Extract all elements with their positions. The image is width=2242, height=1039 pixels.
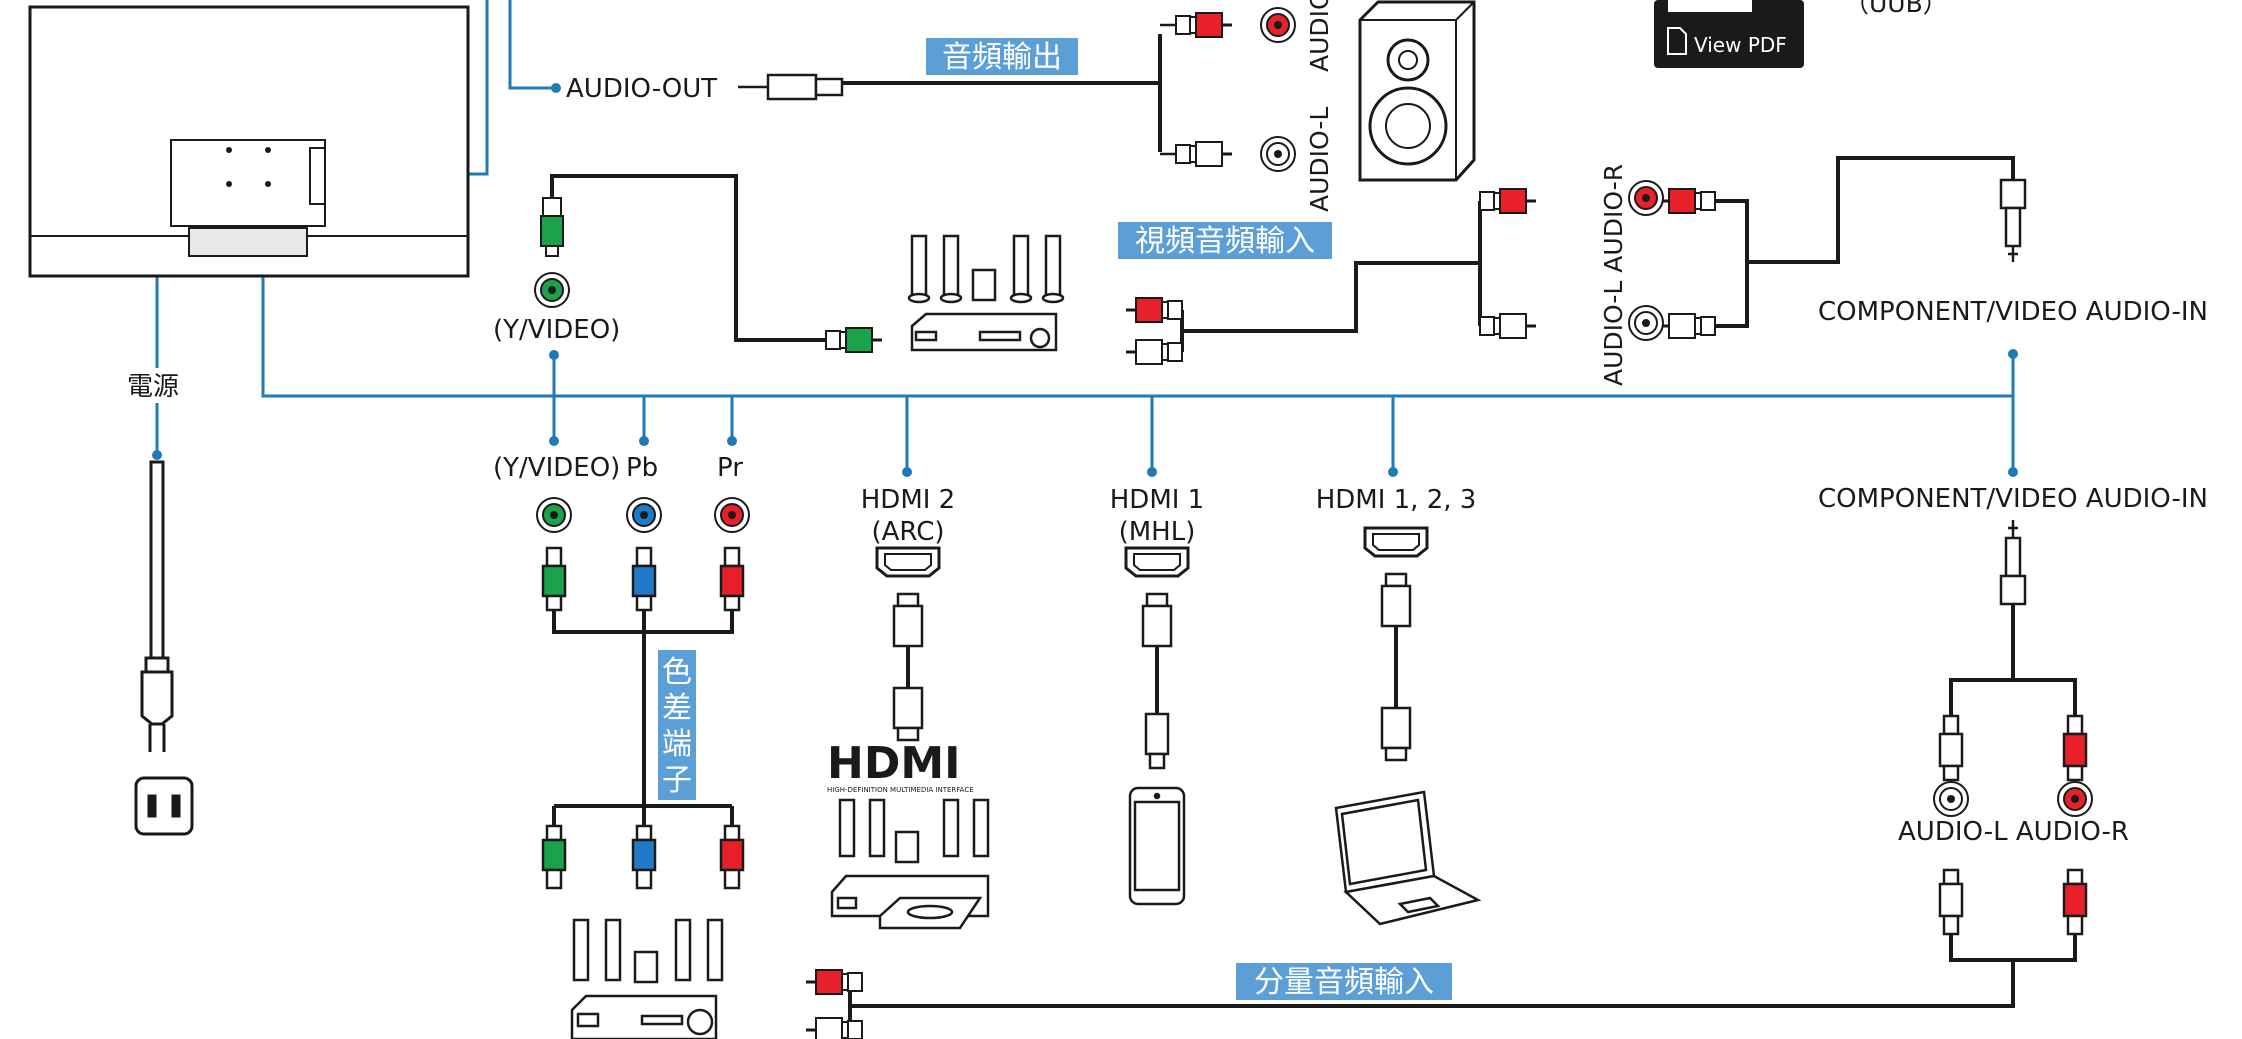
signal-dots	[152, 83, 2018, 477]
hdmi123-cable	[1380, 572, 1412, 762]
audio-l-vertical-label: AUDIO-L	[1305, 107, 1334, 212]
component-audio-input-label: 分量音頻輸入	[1254, 965, 1434, 1000]
mhl-cable	[1141, 592, 1173, 770]
audio-l-audio-r-vertical-label: AUDIO-L AUDIO-R	[1599, 164, 1628, 386]
audio-vertical-label: AUDIO	[1305, 0, 1334, 72]
audio-out-red-plug	[1174, 11, 1234, 39]
audio-output-label: 音頻輸出	[942, 40, 1062, 75]
video-audio-white-plug-left	[1478, 312, 1538, 340]
component-audio-input-tag	[1236, 963, 1452, 1000]
video-audio-input-label: 視頻音頻輸入	[1135, 224, 1315, 259]
component-audio-cable	[1938, 520, 2088, 782]
pr-label: Pr	[717, 453, 743, 483]
hdmi-logo: HDMI HIGH-DEFINITION MULTIMEDIA INTERFAC…	[827, 738, 974, 794]
speaker-icon	[1358, 0, 1476, 182]
component-audio-red-plug	[804, 968, 864, 996]
av-receiver-white-plug	[1124, 338, 1184, 366]
video-audio-jacks	[1628, 180, 1664, 341]
corner-partial-label: （UUB）	[1844, 0, 1948, 18]
y-video-top-label: (Y/VIDEO)	[493, 315, 620, 345]
color-diff-char-4: 子	[662, 763, 692, 798]
video-audio-red-plug-left	[1478, 187, 1538, 215]
av-receiver-top	[907, 234, 1065, 352]
component-audio-bottom-plugs	[848, 868, 2088, 1030]
component-video-audio-in-top-label: COMPONENT/VIDEO AUDIO-IN	[1818, 297, 2208, 327]
component-jacks	[536, 497, 750, 533]
av-receiver-green-plug	[824, 326, 884, 354]
tv-back-panel	[28, 5, 470, 278]
hdmi123-label: HDMI 1, 2, 3	[1316, 485, 1477, 515]
power-cable	[134, 460, 194, 836]
smartphone	[1128, 786, 1186, 906]
hdmi2-sub-label: (ARC)	[872, 517, 945, 547]
hdmi2-label: HDMI 2	[861, 485, 955, 515]
video-audio-input-tag	[1118, 222, 1332, 259]
color-diff-char-2: 差	[662, 691, 692, 726]
audio-out-cable	[738, 23, 1176, 156]
laptop	[1334, 790, 1482, 926]
speaker-jacks	[1260, 7, 1296, 172]
blu-ray-player	[830, 798, 990, 930]
hdmi2-cable	[892, 592, 924, 742]
color-diff-terminal-tag	[658, 650, 696, 800]
component-cable	[541, 546, 745, 890]
component-audio-jack-top	[1999, 178, 2027, 262]
audio-l-audio-r-label: AUDIO-L AUDIO-R	[1898, 817, 2129, 847]
pb-label: Pb	[626, 453, 658, 483]
audio-out-label: AUDIO-OUT	[566, 74, 717, 104]
hdmi1-port	[1124, 546, 1190, 578]
hdmi-logo-text: HDMI	[827, 738, 961, 789]
color-diff-char-3: 端	[662, 727, 692, 762]
av-receiver-bottom	[570, 918, 724, 1039]
component-audio-jacks	[1933, 781, 2093, 817]
y-video-top-plug	[534, 197, 570, 308]
component-audio-white-plug	[804, 1016, 864, 1039]
y-video-label: (Y/VIDEO)	[493, 453, 620, 483]
hdmi1-label: HDMI 1	[1110, 485, 1204, 515]
hdmi2-port	[875, 546, 941, 578]
hdmi123-port	[1363, 526, 1429, 558]
video-audio-white-plug-right	[1657, 312, 1717, 340]
composite-cable-top	[550, 174, 826, 342]
view-pdf-badge[interactable]: View PDF	[1654, 0, 1804, 68]
view-pdf-label: View PDF	[1694, 33, 1787, 57]
hdmi-logo-tagline: HIGH-DEFINITION MULTIMEDIA INTERFACE	[827, 786, 974, 794]
av-receiver-red-plug	[1124, 296, 1184, 324]
video-audio-red-plug-right	[1657, 187, 1717, 215]
audio-out-white-plug	[1174, 140, 1234, 168]
power-label: 電源	[127, 372, 179, 402]
component-video-audio-in-bottom-label: COMPONENT/VIDEO AUDIO-IN	[1818, 484, 2208, 514]
video-audio-cable	[1180, 156, 2015, 352]
color-diff-char-1: 色	[662, 655, 692, 690]
hdmi1-sub-label: (MHL)	[1119, 517, 1196, 547]
audio-output-tag	[926, 38, 1078, 75]
